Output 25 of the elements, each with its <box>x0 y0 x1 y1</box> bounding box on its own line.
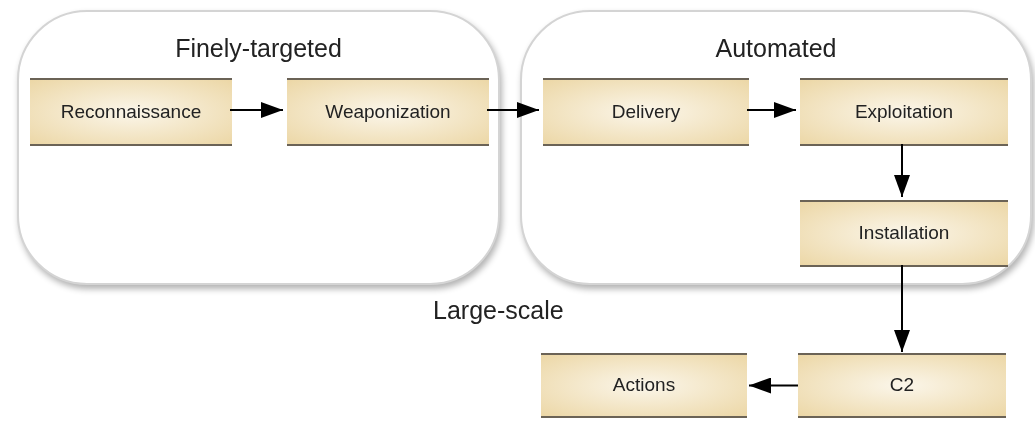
stage-box <box>541 353 747 418</box>
stage-label: Installation <box>858 221 950 246</box>
arrow <box>486 102 540 118</box>
stage-label: Weaponization <box>325 99 451 124</box>
group-title: Finely-targeted <box>174 33 343 64</box>
arrow <box>746 102 797 118</box>
stage-box <box>800 78 1008 146</box>
stage-label: Exploitation <box>854 99 954 124</box>
stage-label: Reconnaissance <box>60 99 202 124</box>
stage-box <box>798 353 1006 418</box>
group-container <box>17 10 500 285</box>
arrow <box>894 264 910 353</box>
arrow <box>229 102 284 118</box>
stage-box <box>800 200 1008 267</box>
stage-box <box>543 78 749 146</box>
group-container <box>520 10 1032 285</box>
arrow <box>748 377 799 394</box>
arrow <box>894 143 910 198</box>
scope-label: Large-scale <box>433 295 564 326</box>
stage-box <box>30 78 232 146</box>
stage-label: Delivery <box>611 99 681 124</box>
stage-label: C2 <box>889 373 915 398</box>
stage-label: Actions <box>612 373 676 398</box>
group-title: Automated <box>714 33 838 64</box>
stage-box <box>287 78 489 146</box>
